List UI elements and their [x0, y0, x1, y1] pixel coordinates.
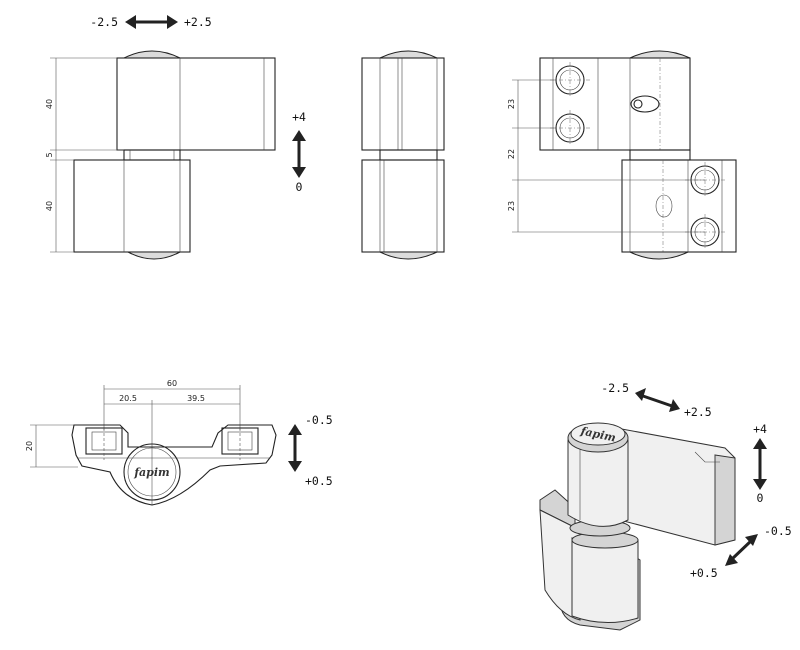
- side-lower-body: [361, 159, 445, 253]
- right-view: 23 22 23: [507, 50, 737, 260]
- front-view: 40 5 40 -2.5 +2.5 +4 0: [45, 15, 306, 260]
- dim-depth: 20: [25, 441, 34, 451]
- dim-hole-bottom: 23: [507, 201, 516, 211]
- front-adjust-v-zero: 0: [296, 180, 303, 194]
- top-adjust-depth-minus: -0.5: [305, 413, 333, 427]
- iso-lower-barrel: [571, 537, 639, 624]
- dim-overall-width: 60: [167, 379, 177, 388]
- iso-horizontal-adjust-arrow-icon: [635, 388, 680, 412]
- right-lower-body: [621, 159, 737, 253]
- upper-leaf: [116, 57, 276, 151]
- side-upper-body: [361, 57, 445, 151]
- iso-depth-adjust-arrow-icon: [725, 534, 758, 566]
- horizontal-adjust-arrow-icon: [125, 15, 178, 29]
- front-adjust-h-plus: +2.5: [184, 15, 212, 29]
- top-body-outline: [71, 424, 277, 506]
- right-top-cap: [629, 50, 691, 59]
- side-bottom-cap: [379, 251, 438, 260]
- depth-adjust-arrow-icon: [288, 424, 302, 472]
- side-collar: [379, 149, 438, 161]
- dim-lower-leaf-label: 40: [45, 201, 54, 211]
- top-logo-disc: [123, 443, 181, 501]
- top-logo-text: fapim: [133, 466, 169, 479]
- middle-collar: [123, 149, 181, 161]
- top-adjust-depth-plus: +0.5: [305, 474, 333, 488]
- dim-left-offset: 20.5: [119, 394, 137, 403]
- top-view: 60 20.5 39.5 20 fapim -0.5 +0.5: [25, 379, 333, 506]
- iso-adjust-depth-minus: -0.5: [764, 524, 792, 538]
- iso-upper-barrel: [567, 439, 629, 527]
- right-upper-body: [539, 57, 691, 151]
- vertical-adjust-arrow-icon: [292, 130, 306, 178]
- dim-hole-gap: 22: [507, 149, 516, 159]
- dim-upper-leaf-label: 40: [45, 99, 54, 109]
- adjust-slot: [630, 95, 660, 113]
- iso-adjust-h-plus: +2.5: [684, 405, 712, 419]
- front-adjust-v-plus: +4: [292, 110, 306, 124]
- right-bottom-cap: [629, 251, 689, 260]
- top-cap: [123, 50, 181, 59]
- side-view: [361, 50, 445, 260]
- dim-right-offset: 39.5: [187, 394, 205, 403]
- iso-adjust-depth-plus: +0.5: [690, 566, 718, 580]
- bottom-cap: [127, 251, 181, 260]
- right-collar: [629, 149, 691, 161]
- iso-adjust-h-minus: -2.5: [601, 381, 629, 395]
- dim-hole-top: 23: [507, 99, 516, 109]
- dim-gap-label: 5: [45, 152, 54, 157]
- iso-vertical-adjust-arrow-icon: [753, 438, 767, 490]
- iso-adjust-v-zero: 0: [757, 491, 764, 505]
- front-adjust-h-minus: -2.5: [90, 15, 118, 29]
- side-top-cap: [379, 50, 438, 59]
- lower-leaf: [73, 159, 191, 253]
- iso-adjust-v-plus: +4: [753, 422, 767, 436]
- lower-slot: [655, 194, 673, 218]
- isometric-view: fapim -2.5 +2.5 +4 0 -0.5 +0.5: [539, 381, 792, 631]
